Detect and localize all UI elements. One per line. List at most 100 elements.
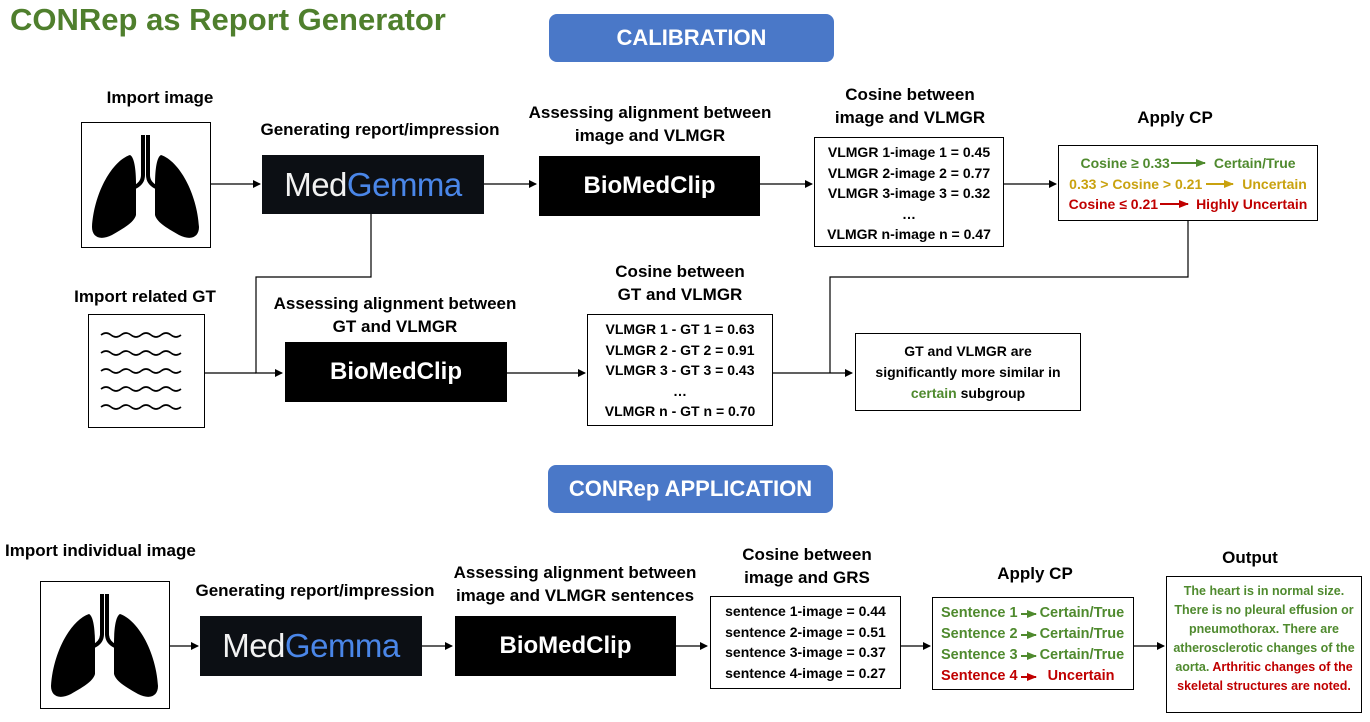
app-generating-label: Generating report/impression	[195, 581, 435, 600]
cosine-image-row: VLMGR n-image n = 0.47	[827, 226, 991, 242]
document-lines-icon	[100, 332, 182, 410]
cp-highly-result: Highly Uncertain	[1196, 196, 1308, 212]
app-cp-label: Certain/True	[1039, 626, 1125, 642]
biomedclip-block-image: BioMedClip	[539, 156, 760, 216]
app-cosine-list: sentence 1-image = 0.44 sentence 2-image…	[710, 596, 901, 689]
app-cp-label: Certain/True	[1039, 605, 1125, 621]
arrow-right-icon	[1020, 651, 1037, 660]
page-title: CONRep as Report Generator	[10, 2, 446, 37]
cp-certain-result: Certain/True	[1213, 155, 1296, 171]
app-cosine-line-1: Cosine between	[742, 545, 872, 564]
app-assess-line-2: image and VLMGR sentences	[455, 586, 695, 605]
arrow-right-icon	[1020, 630, 1037, 639]
cosine-image-line-2: image and VLMGR	[834, 108, 986, 127]
cosine-image-list: VLMGR 1-image 1 = 0.45 VLMGR 2-image 2 =…	[814, 137, 1004, 247]
import-gt-label: Import related GT	[74, 287, 216, 306]
assess-image-line-2: image and VLMGR	[574, 126, 726, 145]
arrow-right-icon	[1170, 159, 1206, 168]
app-cp-sentence: Sentence 1	[941, 605, 1018, 621]
cosine-gt-list: VLMGR 1 - GT 1 = 0.63 VLMGR 2 - GT 2 = 0…	[587, 314, 773, 426]
app-cosine-row: sentence 3-image = 0.37	[725, 644, 886, 660]
cosine-gt-line-1: Cosine between	[615, 262, 745, 281]
cosine-gt-row: VLMGR 3 - GT 3 = 0.43	[605, 362, 755, 378]
assess-gt-line-1: Assessing alignment between	[273, 294, 517, 313]
cp-uncertain-condition: 0.33 > Cosine > 0.21	[1069, 175, 1203, 192]
medgemma-logo-gemma: Gemma	[284, 627, 400, 664]
cp-uncertain-row: 0.33 > Cosine > 0.21 Uncertain	[1059, 174, 1317, 195]
medgemma-logo-med: Med	[222, 627, 285, 664]
output-box: The heart is in normal size. There is no…	[1166, 576, 1362, 713]
cp-certain-condition: Cosine ≥ 0.33	[1080, 155, 1170, 171]
app-cosine-row: sentence 1-image = 0.44	[725, 603, 886, 619]
cosine-gt-row: VLMGR 2 - GT 2 = 0.91	[605, 341, 755, 358]
lungs-icon	[92, 135, 199, 238]
app-cp-label: Certain/True	[1039, 647, 1125, 663]
assess-image-label: Assessing alignment between image and VL…	[500, 101, 800, 147]
app-cp-row-4: Sentence 4 Uncertain	[941, 666, 1133, 687]
app-cp-box: Sentence 1 Certain/True Sentence 2 Certa…	[932, 597, 1134, 690]
biomedclip-block-gt: BioMedClip	[285, 342, 507, 402]
result-line-3: certain subgroup	[856, 383, 1080, 404]
app-cosine-row: sentence 2-image = 0.51	[725, 623, 886, 640]
arrow-right-icon	[1020, 672, 1037, 681]
result-line-2: significantly more similar in	[875, 364, 1061, 380]
app-cp-row-1: Sentence 1 Certain/True	[941, 603, 1133, 624]
medgemma-logo-med: Med	[284, 165, 347, 203]
biomedclip-block-app: BioMedClip	[455, 616, 676, 676]
result-line-1: GT and VLMGR are	[904, 343, 1032, 359]
assess-gt-label: Assessing alignment between GT and VLMGR	[245, 292, 545, 338]
cp-highly-row: Cosine ≤ 0.21 Highly Uncertain	[1059, 194, 1317, 215]
app-cp-row-3: Sentence 3 Certain/True	[941, 645, 1133, 666]
cosine-image-row: VLMGR 1-image 1 = 0.45	[827, 144, 991, 160]
arrow-right-icon	[1206, 179, 1235, 188]
cosine-image-line-1: Cosine between	[845, 85, 975, 104]
cp-highly-condition: Cosine ≤ 0.21	[1068, 196, 1159, 212]
arrow-right-icon	[1020, 609, 1037, 618]
lungs-icon	[51, 594, 158, 697]
app-cp-row-2: Sentence 2 Certain/True	[941, 624, 1133, 645]
cosine-gt-row: VLMGR n - GT n = 0.70	[604, 403, 756, 419]
lungs-image-box-app	[40, 581, 170, 709]
app-cosine-row: sentence 4-image = 0.27	[725, 664, 886, 681]
app-assess-line-1: Assessing alignment between	[453, 563, 697, 582]
assess-gt-line-2: GT and VLMGR	[332, 317, 458, 336]
apply-cp-label: Apply CP	[1137, 108, 1213, 127]
gt-document-box	[88, 314, 205, 428]
generating-label: Generating report/impression	[260, 120, 500, 139]
arrow-right-icon	[1160, 200, 1190, 209]
cp-certain-row: Cosine ≥ 0.33 Certain/True	[1059, 153, 1317, 174]
result-certain-word: certain	[910, 385, 957, 401]
output-label: Output	[1222, 548, 1278, 567]
cp-uncertain-result: Uncertain	[1242, 175, 1307, 192]
application-banner: CONRep APPLICATION	[548, 465, 833, 513]
cosine-image-row: …	[902, 205, 916, 222]
app-cp-sentence: Sentence 2	[941, 626, 1018, 642]
cosine-image-row: VLMGR 3-image 3 = 0.32	[827, 185, 991, 201]
result-subgroup: subgroup	[956, 385, 1026, 401]
app-cp-label: Uncertain	[1047, 668, 1115, 684]
app-apply-cp-label: Apply CP	[997, 564, 1073, 583]
medgemma-logo-gemma: Gemma	[346, 165, 462, 203]
result-box: GT and VLMGR are significantly more simi…	[855, 333, 1081, 411]
app-assess-label: Assessing alignment between image and VL…	[425, 561, 725, 607]
cosine-image-row: VLMGR 2-image 2 = 0.77	[827, 164, 991, 181]
import-individual-label: Import individual image	[5, 541, 196, 560]
output-certain-text: The heart is in normal size. There is no…	[1173, 584, 1355, 674]
cosine-gt-row: VLMGR 1 - GT 1 = 0.63	[605, 321, 755, 337]
app-cp-sentence: Sentence 4	[941, 668, 1018, 684]
assess-image-line-1: Assessing alignment between	[528, 103, 772, 122]
calibration-banner: CALIBRATION	[549, 14, 834, 62]
cosine-gt-line-2: GT and VLMGR	[617, 285, 743, 304]
app-cosine-label: Cosine between image and GRS	[707, 543, 907, 589]
cosine-gt-row: …	[673, 382, 687, 399]
app-cp-sentence: Sentence 3	[941, 647, 1018, 663]
app-cosine-line-2: image and GRS	[744, 568, 870, 587]
cp-thresholds-box: Cosine ≥ 0.33 Certain/True 0.33 > Cosine…	[1058, 145, 1318, 221]
cosine-gt-label: Cosine between GT and VLMGR	[580, 260, 780, 306]
cosine-image-label: Cosine between image and VLMGR	[810, 83, 1010, 129]
lungs-image-box	[81, 122, 211, 248]
import-image-label: Import image	[106, 88, 214, 107]
